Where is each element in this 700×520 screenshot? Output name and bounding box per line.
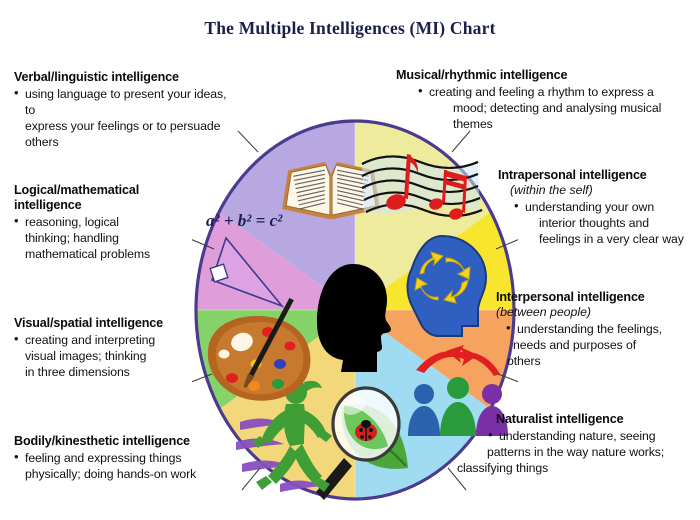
head-gears-icon	[406, 234, 488, 337]
heading-logical: Logical/mathematical	[14, 183, 140, 197]
text-block-verbal: Verbal/linguistic intelligence • using la…	[14, 70, 229, 150]
bullet-line: patterns in the way nature works;	[476, 444, 697, 460]
bullet-text: reasoning, logical	[25, 215, 119, 229]
three-people-icon	[408, 345, 508, 436]
bullet-glyph: •	[488, 427, 493, 442]
multiple-intelligences-wheel: a² + b² = c²	[192, 116, 518, 504]
pythagoras-triangle-icon: a² + b² = c²	[206, 211, 285, 308]
bullet-line: feelings in a very clear way	[528, 231, 698, 247]
bullet-line: • using language to present your ideas, t…	[14, 85, 229, 118]
bullet-line: themes	[442, 116, 696, 132]
bullet-text: mood; detecting and analysing musical	[453, 101, 662, 115]
bullet-line: express your feelings or to persuade	[14, 118, 229, 134]
bullet-text: understanding nature, seeing	[499, 429, 656, 443]
paint-palette-icon	[207, 297, 311, 401]
subtitle-intrapersonal: (within the self)	[510, 183, 593, 197]
bullet-text: others	[507, 354, 541, 368]
bullet-text: creating and interpreting	[25, 333, 156, 347]
bullet-line: thinking; handling	[14, 230, 189, 246]
bullet-text: feelings in a very clear way	[539, 232, 684, 246]
heading-visual: Visual/spatial intelligence	[14, 316, 163, 330]
bullet-text: classifying things	[457, 461, 549, 475]
bullet-line: in three dimensions	[14, 364, 199, 380]
bullet-line: classifying things	[446, 460, 697, 476]
bullet-text: mathematical problems	[25, 247, 151, 261]
text-block-logical: Logical/mathematical intelligence • reaso…	[14, 183, 189, 262]
music-notes-icon	[361, 154, 483, 220]
bullet-line: others	[14, 134, 229, 150]
bullets-naturalist: • understanding nature, seeing patterns i…	[457, 427, 697, 476]
bullet-text: physically; doing hands-on work	[25, 467, 197, 481]
text-block-interpersonal: Interpersonal intelligence (between peop…	[496, 290, 696, 369]
heading-musical: Musical/rhythmic intelligence	[396, 68, 568, 82]
bullets-musical: • creating and feeling a rhythm to expres…	[418, 83, 696, 132]
bullets-verbal: • using language to present your ideas, t…	[14, 85, 229, 150]
heading-verbal: Verbal/linguistic intelligence	[14, 70, 179, 84]
bullet-line: mathematical problems	[14, 246, 189, 262]
heading-interpersonal: Interpersonal intelligence	[496, 290, 645, 304]
bullet-line: physically; doing hands-on work	[14, 466, 229, 482]
segment-logical	[196, 156, 355, 310]
page-title: The Multiple Intelligences (MI) Chart	[204, 18, 496, 38]
bullet-line: • creating and interpreting	[14, 331, 199, 348]
bullet-line: interior thoughts and	[528, 215, 698, 231]
bullet-text: creating and feeling a rhythm to express…	[429, 85, 654, 99]
bullet-text: patterns in the way nature works;	[487, 445, 665, 459]
heading-naturalist: Naturalist intelligence	[496, 412, 624, 426]
bullets-interpersonal: • understanding the feelings, needs and p…	[506, 320, 696, 369]
bullets-logical: • reasoning, logical thinking; handling m…	[14, 213, 189, 262]
bullet-line: • feeling and expressing things	[14, 449, 229, 466]
bullet-text: interior thoughts and	[539, 216, 650, 230]
open-book-icon	[282, 162, 380, 220]
bullet-text: others	[25, 135, 59, 149]
bullet-text: in three dimensions	[25, 365, 130, 379]
bullet-glyph: •	[14, 449, 19, 464]
bullet-line: • understanding nature, seeing	[488, 427, 697, 444]
bullet-line: • creating and feeling a rhythm to expres…	[418, 83, 696, 100]
bullet-text: visual images; thinking	[25, 349, 147, 363]
heading-intrapersonal: Intrapersonal intelligence	[498, 168, 647, 182]
subtitle-interpersonal: (between people)	[496, 305, 592, 319]
head-silhouette-icon	[317, 264, 391, 372]
bullet-text: feeling and expressing things	[25, 451, 182, 465]
bullets-intrapersonal: • understanding your own interior thought…	[514, 198, 698, 247]
heading-logical-line2: intelligence	[14, 198, 82, 212]
bullet-glyph: •	[14, 85, 19, 100]
bullet-line: needs and purposes of	[502, 337, 696, 353]
bullet-line: • understanding your own	[514, 198, 698, 215]
bullet-text: understanding the feelings,	[517, 322, 662, 336]
bullet-line: • understanding the feelings,	[506, 320, 696, 337]
bullet-text: express your feelings or to persuade	[25, 119, 221, 133]
bullet-glyph: •	[506, 320, 511, 335]
running-figure-icon	[236, 380, 332, 492]
text-block-visual: Visual/spatial intelligence • creating an…	[14, 316, 199, 380]
segment-verbal	[196, 121, 355, 310]
bullets-bodily: • feeling and expressing things physicall…	[14, 449, 229, 482]
bullet-line: • reasoning, logical	[14, 213, 189, 230]
bullets-visual: • creating and interpreting visual images…	[14, 331, 199, 380]
bullet-glyph: •	[418, 83, 423, 98]
leader-lines	[192, 130, 518, 491]
bullet-glyph: •	[14, 213, 19, 228]
bullet-text: needs and purposes of	[513, 338, 637, 352]
bullet-text: understanding your own	[525, 200, 655, 214]
bullet-line: others	[496, 353, 696, 369]
bullet-text: thinking; handling	[25, 231, 119, 245]
bullet-line: mood; detecting and analysing musical	[442, 100, 696, 116]
bullet-glyph: •	[514, 198, 519, 213]
bullet-text: themes	[453, 117, 493, 131]
text-block-naturalist: Naturalist intelligence • understanding n…	[442, 412, 697, 476]
text-block-musical: Musical/rhythmic intelligence • creating …	[396, 68, 696, 132]
bullet-line: visual images; thinking	[14, 348, 199, 364]
text-block-intrapersonal: Intrapersonal intelligence (within the s…	[498, 168, 698, 247]
bullet-glyph: •	[14, 331, 19, 346]
magnifier-leaf-icon	[316, 386, 408, 500]
heading-bodily: Bodily/kinesthetic intelligence	[14, 434, 190, 448]
bullet-text: using language to present your ideas, to	[25, 87, 227, 117]
pythagoras-formula: a² + b² = c²	[206, 211, 283, 230]
text-block-bodily: Bodily/kinesthetic intelligence • feeling…	[14, 434, 229, 482]
